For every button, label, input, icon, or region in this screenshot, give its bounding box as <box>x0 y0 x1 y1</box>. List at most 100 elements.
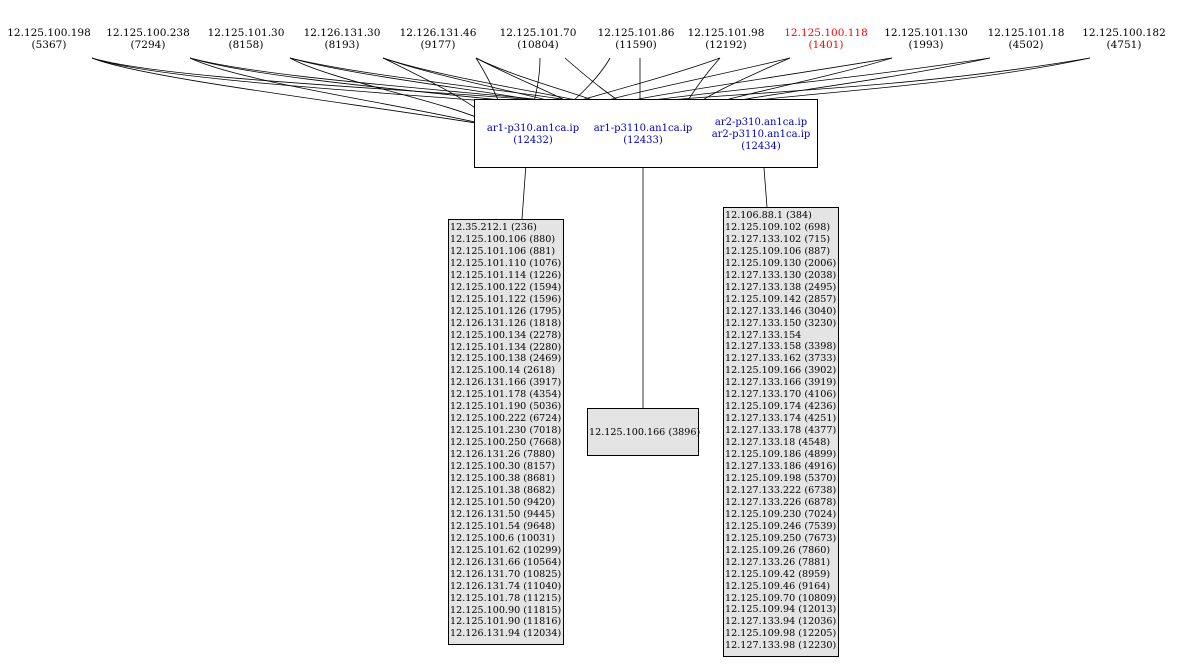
top-node[interactable]: 12.125.100.118(1401) <box>771 27 881 51</box>
list-item: 12.126.131.94 (12034) <box>450 628 562 640</box>
list-item: 12.125.109.142 (2857) <box>725 293 837 305</box>
router-group-box: ar1-p310.an1ca.ip (12432) ar1-p3110.an1c… <box>474 99 818 168</box>
list-item: 12.127.133.174 (4251) <box>725 413 837 425</box>
list-item: 12.125.101.62 (10299) <box>450 544 562 556</box>
top-node[interactable]: 12.125.101.130(1993) <box>871 27 981 51</box>
top-node[interactable]: 12.125.101.30(8158) <box>191 27 301 51</box>
top-node[interactable]: 12.125.101.70(10804) <box>483 27 593 51</box>
list-item: 12.125.109.230 (7024) <box>725 508 837 520</box>
node-id-label: (1993) <box>908 39 944 51</box>
list-item: 12.125.100.222 (6724) <box>450 413 562 425</box>
list-item: 12.127.133.94 (12036) <box>725 616 837 628</box>
list-item: 12.125.101.50 (9420) <box>450 496 556 508</box>
node-ip-label: 12.126.131.46 <box>399 27 477 39</box>
list-item: 12.127.133.102 (715) <box>725 233 831 245</box>
top-node[interactable]: 12.126.131.46(9177) <box>383 27 493 51</box>
list-item: 12.125.109.46 (9164) <box>725 580 831 592</box>
router-label: ar1-p310.an1ca.ip <box>486 123 580 134</box>
list-item: 12.127.133.146 (3040) <box>725 305 837 317</box>
list-item: 12.125.100.90 (11815) <box>450 604 562 616</box>
list-item: 12.125.109.166 (3902) <box>725 365 837 377</box>
top-node[interactable]: 12.125.101.86(11590) <box>581 27 691 51</box>
list-item: 12.125.101.110 (1076) <box>450 257 562 269</box>
list-item: 12.126.131.126 (1818) <box>450 317 562 329</box>
list-item: 12.125.101.114 (1226) <box>450 269 562 281</box>
top-node[interactable]: 12.125.100.198(5367) <box>0 27 104 51</box>
list-item: 12.125.100.38 (8681) <box>450 473 556 485</box>
list-item: 12.125.109.130 (2006) <box>725 257 837 269</box>
node-ip-label: 12.125.100.198 <box>7 27 91 39</box>
top-node[interactable]: 12.125.100.238(7294) <box>93 27 203 51</box>
list-item: 12.125.100.14 (2618) <box>450 365 556 377</box>
node-id-label: (1401) <box>808 39 844 51</box>
list-item: 12.127.133.130 (2038) <box>725 269 837 281</box>
list-item: 12.126.131.66 (10564) <box>450 556 562 568</box>
node-id-label: (10804) <box>517 39 559 51</box>
node-id-label: (4502) <box>1008 39 1044 51</box>
list-item: 12.125.109.70 (10809) <box>725 592 837 604</box>
node-id-label: (4751) <box>1106 39 1142 51</box>
list-item: 12.125.109.42 (8959) <box>725 568 831 580</box>
list-item: 12.125.100.250 (7668) <box>450 437 562 449</box>
list-item: 12.127.133.226 (6878) <box>725 496 837 508</box>
list-item: 12.125.100.122 (1594) <box>450 281 562 293</box>
right-host-list-box: 12.106.88.1 (384)12.125.109.102 (698)12.… <box>723 207 839 657</box>
list-item: 12.125.101.190 (5036) <box>450 401 562 413</box>
host-label: 12.125.100.166 (3896) <box>589 426 701 438</box>
node-ip-label: 12.125.101.30 <box>207 27 285 39</box>
list-item: 12.127.133.26 (7881) <box>725 556 831 568</box>
list-item: 12.125.101.122 (1596) <box>450 293 562 305</box>
node-ip-label: 12.125.100.118 <box>784 27 868 39</box>
list-item: 12.125.101.230 (7018) <box>450 425 562 437</box>
node-ip-label: 12.125.100.238 <box>106 27 190 39</box>
node-id-label: (12192) <box>705 39 747 51</box>
router-node-12434[interactable]: ar2-p310.an1ca.ip ar2-p3110.an1ca.ip (12… <box>711 117 811 153</box>
router-label: ar2-p3110.an1ca.ip <box>711 129 811 140</box>
list-item: 12.127.133.138 (2495) <box>725 281 837 293</box>
node-ip-label: 12.125.101.86 <box>597 27 675 39</box>
top-node[interactable]: 12.125.101.18(4502) <box>971 27 1081 51</box>
list-item: 12.125.101.78 (11215) <box>450 592 562 604</box>
list-item: 12.35.212.1 (236) <box>450 222 537 233</box>
router-node-12432[interactable]: ar1-p310.an1ca.ip (12432) <box>483 123 583 147</box>
node-id-label: (9177) <box>420 39 456 51</box>
list-item: 12.127.133.222 (6738) <box>725 484 837 496</box>
list-item: 12.127.133.18 (4548) <box>725 437 831 449</box>
list-item: 12.125.101.90 (11816) <box>450 616 562 628</box>
list-item: 12.126.131.166 (3917) <box>450 377 562 389</box>
list-item: 12.125.100.134 (2278) <box>450 329 562 341</box>
top-node[interactable]: 12.125.101.98(12192) <box>671 27 781 51</box>
edge-top-to-router <box>91 57 489 126</box>
list-item: 12.127.133.186 (4916) <box>725 461 837 473</box>
list-item: 12.125.100.138 (2469) <box>450 353 562 365</box>
list-item: 12.126.131.70 (10825) <box>450 568 562 580</box>
node-ip-label: 12.125.100.182 <box>1082 27 1166 39</box>
list-item: 12.127.133.158 (3398) <box>725 341 837 353</box>
list-item: 12.125.100.30 (8157) <box>450 461 556 473</box>
top-node[interactable]: 12.126.131.30(8193) <box>287 27 397 51</box>
node-id-label: (8193) <box>324 39 360 51</box>
edge-top-to-router <box>289 57 489 123</box>
list-item: 12.125.109.102 (698) <box>725 221 831 233</box>
top-node[interactable]: 12.125.100.182(4751) <box>1069 27 1179 51</box>
node-ip-label: 12.125.101.70 <box>499 27 577 39</box>
list-item: 12.125.109.94 (12013) <box>725 604 837 616</box>
list-item: 12.125.109.98 (12205) <box>725 628 837 640</box>
list-item: 12.125.109.250 (7673) <box>725 532 837 544</box>
router-node-12433[interactable]: ar1-p3110.an1ca.ip (12433) <box>593 123 693 147</box>
list-item: 12.127.133.150 (3230) <box>725 317 837 329</box>
list-item: 12.125.100.106 (880) <box>450 233 556 245</box>
list-item: 12.127.133.178 (4377) <box>725 425 837 437</box>
list-item: 12.125.101.126 (1795) <box>450 305 562 317</box>
left-host-list-box: 12.35.212.1 (236)12.125.100.106 (880) 12.… <box>448 219 564 645</box>
node-id-label: (8158) <box>228 39 264 51</box>
list-item: 12.125.109.246 (7539) <box>725 520 837 532</box>
list-item: 12.126.131.50 (9445) <box>450 508 556 520</box>
edge-top-to-router <box>189 57 489 126</box>
list-item: 12.127.133.154 <box>725 329 802 341</box>
list-item: 12.125.109.106 (887) <box>725 245 831 257</box>
node-id-label: (7294) <box>130 39 166 51</box>
list-item: 12.125.101.134 (2280) <box>450 341 562 353</box>
list-item: 12.125.100.6 (10031) <box>450 532 556 544</box>
